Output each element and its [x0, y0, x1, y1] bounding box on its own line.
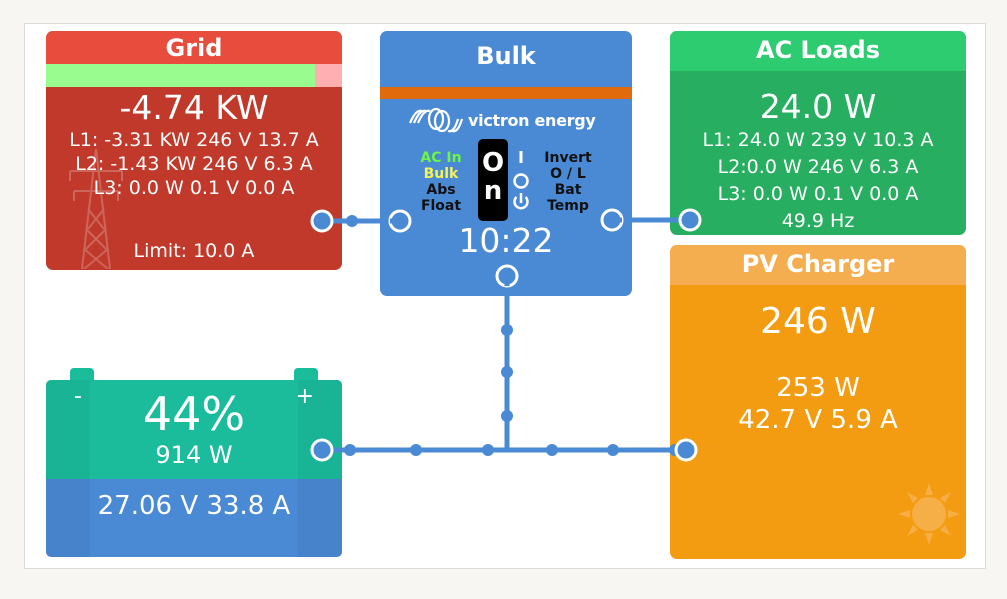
led-float: Float — [420, 198, 462, 214]
ac-loads-title: AC Loads — [670, 31, 966, 71]
victron-logo: victron energy — [408, 105, 596, 135]
pv-charger-tile[interactable]: PV Charger 246 W 253 W 42.7 V 5.9 A — [670, 245, 966, 559]
led-bat: Bat — [554, 182, 582, 198]
flow-dot — [482, 444, 494, 456]
pv-array-voltage-current: 42.7 V 5.9 A — [738, 405, 898, 435]
pv-charger-title: PV Charger — [670, 245, 966, 285]
clock: 10:22 — [458, 221, 554, 260]
inverter-leds-left: AC In Bulk Abs Float — [410, 150, 472, 214]
grid-current-limit[interactable]: Limit: 10.0 A — [133, 240, 255, 262]
inverter-mode-switch[interactable]: O n — [478, 139, 508, 221]
flow-dot — [346, 215, 358, 227]
battery-terminal-negative — [70, 368, 94, 380]
connector-pv — [674, 438, 698, 462]
grid-title: Grid — [46, 31, 342, 65]
grid-limit-bar-fill — [46, 64, 316, 87]
battery-soc-area — [46, 380, 342, 479]
connector-acloads — [678, 208, 702, 232]
flow-dot — [501, 366, 513, 378]
sun-icon — [898, 483, 960, 545]
battery-cell-shade-right — [298, 380, 342, 557]
switch-symbols-icon — [513, 151, 529, 210]
flow-dot — [344, 444, 356, 456]
ac-loads-frequency: 49.9 Hz — [781, 210, 855, 232]
switch-symbols — [512, 147, 530, 221]
led-ac-in: AC In — [420, 150, 462, 166]
grid-phase-l1: L1: -3.31 KW 246 V 13.7 A — [69, 129, 319, 151]
switch-label-top: O — [481, 148, 505, 178]
ac-loads-phase-l2: L2:0.0 W 246 V 6.3 A — [717, 156, 919, 178]
led-abs: Abs — [426, 182, 456, 198]
battery-voltage-current: 27.06 V 33.8 A — [97, 491, 291, 521]
battery-plus-sign: + — [295, 384, 314, 409]
flow-dot — [410, 444, 422, 456]
flow-dot — [546, 444, 558, 456]
flow-dot — [607, 444, 619, 456]
ac-loads-phases: L1: 24.0 W 239 V 10.3 A L2:0.0 W 246 V 6… — [670, 127, 966, 235]
pv-charger-power: 246 W — [760, 301, 876, 342]
flow-dot — [501, 410, 513, 422]
pylon-icon — [69, 149, 123, 269]
inverter-tile[interactable]: Bulk victron energy AC In Bulk Abs Float… — [380, 31, 632, 296]
ac-loads-phase-l3: L3: 0.0 W 0.1 V 0.0 A — [717, 183, 919, 205]
led-bulk: Bulk — [423, 166, 459, 182]
connector-battery — [310, 438, 334, 462]
inverter-state-title: Bulk — [476, 42, 536, 70]
inverter-stripe — [380, 87, 632, 99]
battery-cell-shade-left — [46, 380, 90, 557]
inverter-leds-right: Invert O / L Bat Temp — [536, 150, 600, 214]
battery-terminal-positive — [294, 368, 318, 380]
flow-dot — [501, 324, 513, 336]
victron-brand: victron energy — [468, 110, 596, 130]
ac-loads-tile[interactable]: AC Loads 24.0 W L1: 24.0 W 239 V 10.3 A … — [670, 31, 966, 235]
grid-phase-l2: L2: -1.43 KW 246 V 6.3 A — [75, 153, 313, 175]
grid-phase-l3: L3: 0.0 W 0.1 V 0.0 A — [93, 177, 295, 199]
led-invert: Invert — [544, 150, 592, 166]
battery-minus-sign: - — [74, 384, 82, 409]
led-overload: O / L — [550, 166, 586, 182]
ac-loads-power: 24.0 W — [759, 87, 877, 126]
grid-limit-bar — [46, 64, 342, 87]
ac-loads-phase-l1: L1: 24.0 W 239 V 10.3 A — [702, 129, 934, 151]
battery-tile[interactable]: - + 44% 914 W 27.06 V 33.8 A — [46, 380, 342, 557]
grid-power: -4.74 KW — [119, 88, 269, 127]
grid-tile[interactable]: Grid -4.74 KW L1: -3.31 KW 246 V 13.7 A … — [46, 31, 342, 270]
victron-logo-icon — [408, 107, 464, 133]
battery-power: 914 W — [155, 441, 233, 469]
connector-grid — [310, 209, 334, 233]
battery-soc: 44% — [142, 387, 246, 441]
switch-label-bottom: n — [483, 176, 503, 206]
led-temp: Temp — [547, 198, 589, 214]
pv-array-power: 253 W — [776, 373, 860, 403]
grid-phases: L1: -3.31 KW 246 V 13.7 A L2: -1.43 KW 2… — [46, 128, 342, 200]
pv-array-info: 253 W 42.7 V 5.9 A — [670, 372, 966, 436]
